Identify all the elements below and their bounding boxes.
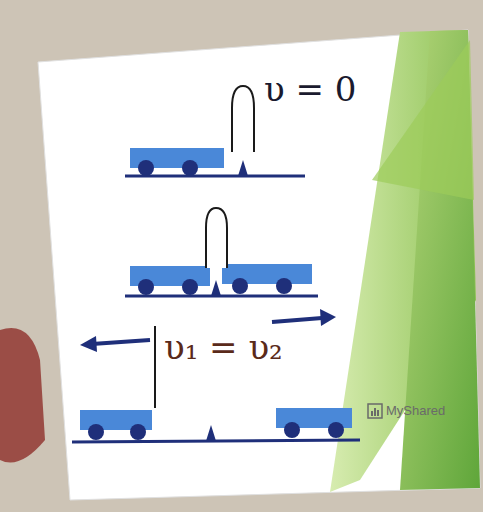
slide-panel [38, 30, 480, 500]
wheel [182, 160, 198, 176]
wheel [130, 424, 146, 440]
wheel [138, 160, 154, 176]
watermark: MyShared [386, 403, 445, 418]
watermark-icon [374, 408, 376, 416]
wheel [182, 279, 198, 295]
wheel [138, 279, 154, 295]
wheel [88, 424, 104, 440]
green-shape [372, 40, 474, 200]
wheel [276, 278, 292, 294]
arrowhead [80, 336, 97, 352]
watermark-icon [371, 411, 373, 416]
wheel [328, 422, 344, 438]
wheel [284, 422, 300, 438]
wedge [211, 280, 221, 296]
velocity-formula: υ = 0 [264, 72, 356, 106]
velocity-arrow [92, 340, 150, 344]
background-blob [0, 328, 45, 463]
wedge [238, 160, 248, 176]
spring-arch [232, 86, 254, 152]
wheel [232, 278, 248, 294]
arrowhead [320, 309, 336, 326]
watermark-icon [368, 404, 382, 418]
spring-arch [206, 208, 227, 268]
divider-line [154, 326, 156, 408]
velocity-formula: υ₁ = υ₂ [164, 330, 283, 364]
watermark-icon [377, 410, 379, 416]
wedge [206, 425, 216, 441]
ground-line [125, 295, 318, 298]
velocity-arrow [272, 318, 322, 322]
ground-line [125, 175, 305, 178]
